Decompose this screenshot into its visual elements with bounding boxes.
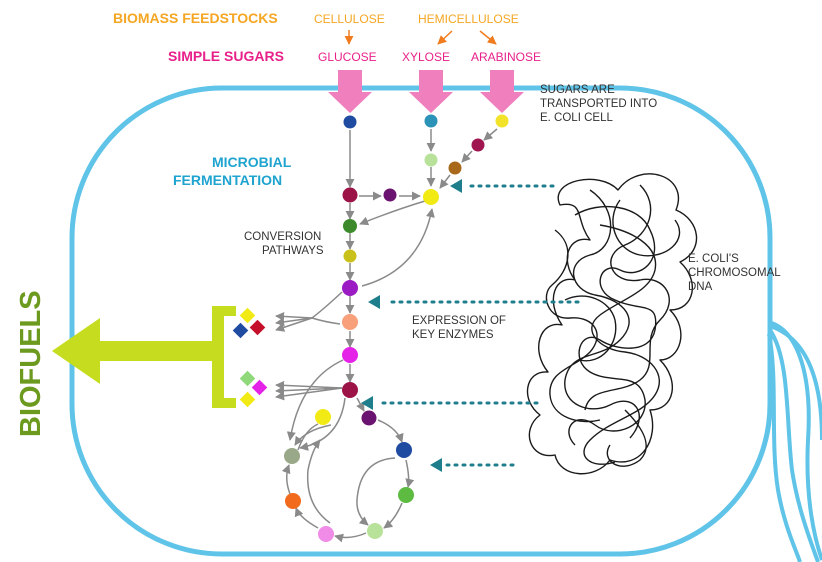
arabinose-intermediate-2: [448, 161, 462, 175]
enzyme-expression-label: EXPRESSION OF KEY ENZYMES: [412, 315, 509, 341]
glucose-label: GLUCOSE: [318, 50, 377, 64]
pentose-node: [383, 188, 397, 202]
product-diamond-yellow-1: [239, 307, 256, 324]
arabinose-label: ARABINOSE: [471, 50, 541, 64]
glycolysis-node-3: [343, 249, 357, 263]
cycle-node-gray: [284, 448, 300, 464]
dna-label: E. COLI'S CHROMOSOMAL DNA: [688, 253, 783, 293]
cycle-node-yellow: [315, 409, 331, 425]
cycle-node-lightgreen: [367, 523, 383, 539]
pathway-arrows: [275, 128, 498, 543]
biomass-feedstocks-header: BIOMASS FEEDSTOCKS: [113, 10, 278, 26]
cycle-node-blue: [396, 442, 412, 458]
glycolysis-node-5: [342, 314, 358, 330]
hemicellulose-to-xylose-arrow: [437, 30, 453, 45]
hemicellulose-label: HEMICELLULOSE: [418, 12, 519, 26]
glucose-transport-arrow: [328, 70, 372, 113]
cycle-node-pink: [318, 526, 334, 542]
cycle-node-orange: [285, 493, 301, 509]
hemicellulose-to-arabinose-arrow: [479, 30, 497, 45]
xylose-label: XYLOSE: [402, 50, 450, 64]
xylulose-hub-node: [423, 189, 439, 205]
biofuel-products: [232, 307, 268, 408]
product-diamond-blue: [232, 322, 249, 339]
regulation-arrows: [361, 179, 580, 472]
microbial-fermentation-label: MICROBIAL FERMENTATION: [173, 154, 295, 188]
xylose-intermediate: [424, 153, 438, 167]
arabinose-intermediate-1: [471, 138, 485, 152]
arabinose-node: [495, 114, 509, 128]
flagella: [767, 320, 822, 562]
acetyl-coa-node: [342, 382, 358, 398]
arabinose-transport-arrow: [480, 70, 524, 113]
biofuels-label: BIOFUELS: [15, 290, 47, 437]
glycolysis-node-4: [342, 280, 358, 296]
transport-annotation: SUGARS ARE TRANSPORTED INTO E. COLI CELL: [540, 84, 660, 124]
product-diamond-magenta: [251, 379, 268, 396]
glycolysis-node-2: [343, 219, 357, 233]
product-diamond-red: [249, 319, 266, 336]
transport-arrows: [328, 70, 524, 113]
conversion-pathways-label: CONVERSION PATHWAYS: [244, 231, 325, 257]
cellulose-label: CELLULOSE: [314, 12, 385, 26]
glucose-node: [343, 115, 357, 129]
simple-sugars-header: SIMPLE SUGARS: [168, 48, 284, 64]
cycle-entry-node: [361, 410, 377, 426]
product-diamond-yellow-2: [239, 391, 256, 408]
glycolysis-node-6: [342, 347, 358, 363]
cycle-node-green: [398, 487, 414, 503]
xylose-node: [424, 114, 438, 128]
xylose-transport-arrow: [409, 70, 453, 113]
chromosomal-dna: [526, 173, 698, 475]
metabolite-nodes: [284, 114, 509, 542]
biofuel-output-arrow: [52, 306, 236, 408]
glycolysis-node-1: [342, 187, 358, 203]
product-diamond-green: [239, 370, 256, 387]
